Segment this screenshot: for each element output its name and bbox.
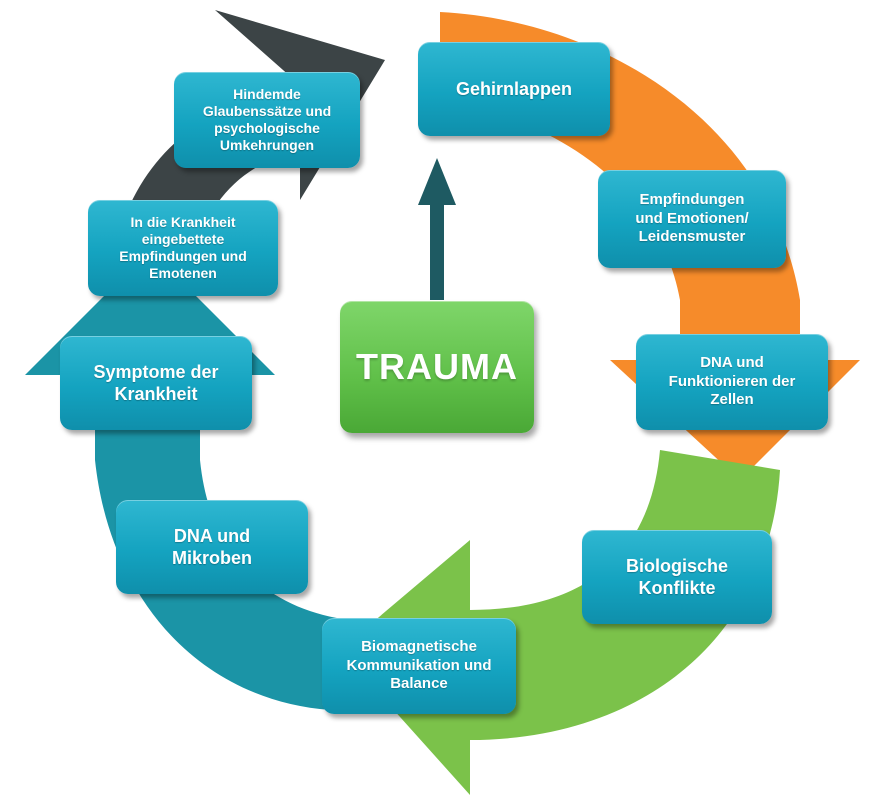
node-gehirnlappen: Gehirnlappen	[418, 42, 610, 136]
node-biomagnetische-kommunikation: Biomagnetische Kommunikation und Balance	[322, 618, 516, 714]
node-hindernde-glaubenssaetze: Hindemde Glaubenssätze und psychologisch…	[174, 72, 360, 168]
node-dna-zellen: DNA und Funktionieren der Zellen	[636, 334, 828, 430]
node-dna-mikroben: DNA und Mikroben	[116, 500, 308, 594]
up-arrow-shaft	[430, 200, 444, 300]
node-symptome-krankheit: Symptome der Krankheit	[60, 336, 252, 430]
node-eingebettete-empfindungen: In die Krankheit eingebettete Empfindung…	[88, 200, 278, 296]
teal-arrow	[25, 250, 350, 710]
up-arrow-head	[418, 158, 456, 205]
trauma-center-box: TRAUMA	[340, 301, 534, 433]
trauma-label: TRAUMA	[356, 346, 518, 387]
node-empfindungen-emotionen: Empfindungen und Emotionen/ Leidensmuste…	[598, 170, 786, 268]
node-biologische-konflikte: Biologische Konflikte	[582, 530, 772, 624]
